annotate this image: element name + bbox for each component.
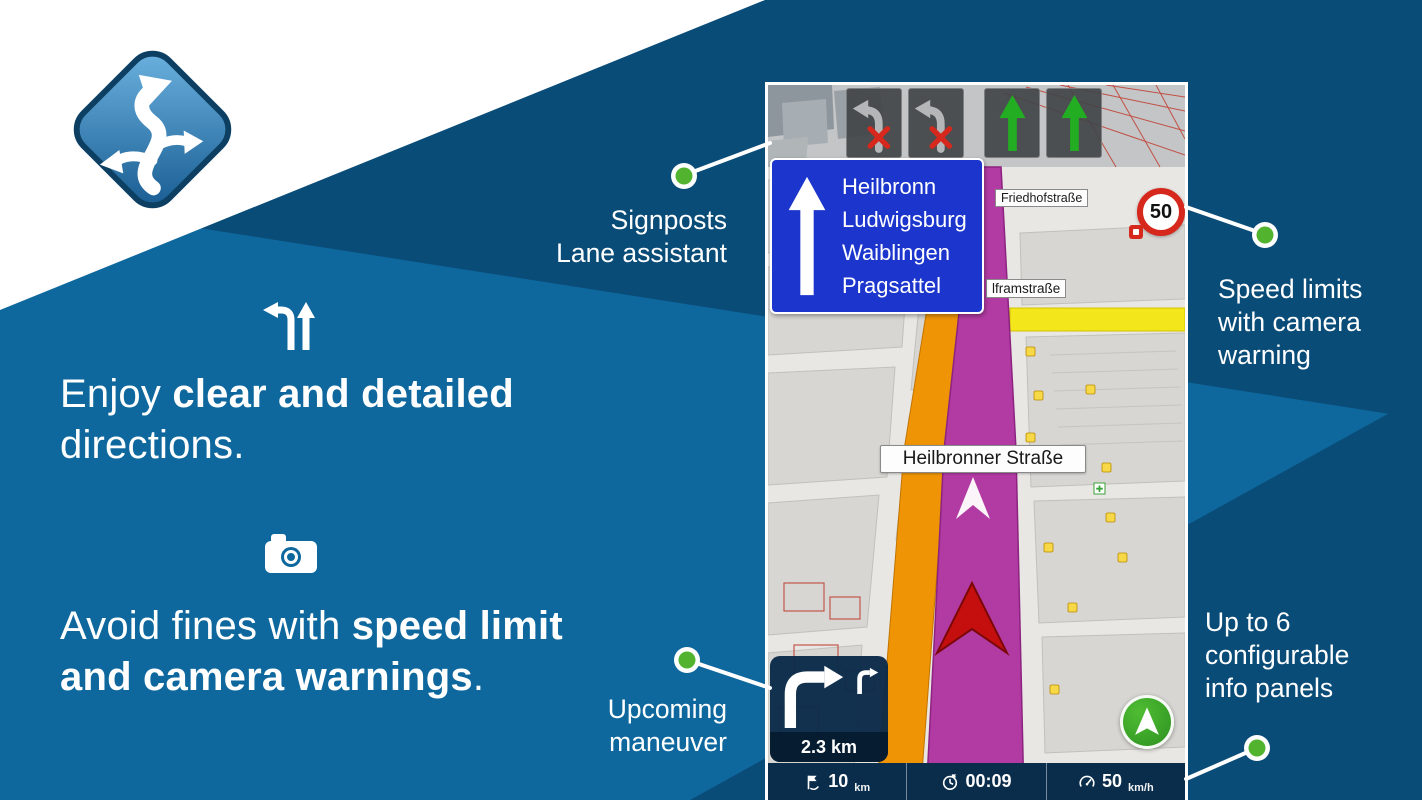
signpost-destination: Heilbronn	[842, 174, 937, 199]
signpost-panel: Heilbronn Ludwigsburg Waiblingen Pragsat…	[770, 158, 984, 314]
lane-assistant-lane-4-allowed	[1046, 88, 1102, 158]
navigation-app-screen: Heilbronn Ludwigsburg Waiblingen Pragsat…	[768, 85, 1185, 800]
remaining-time-value: 00:09	[965, 771, 1012, 791]
signpost-destination: Pragsattel	[842, 273, 942, 298]
headline-1-bold: clear and detailed	[172, 372, 514, 416]
lane-assistant-lane-3-allowed	[984, 88, 1040, 158]
remaining-distance-unit: km	[854, 782, 871, 794]
callout-speed-limits: Speed limits with camera warning	[1218, 273, 1422, 372]
street-label-heilbronner-strasse: Heilbronner Straße	[880, 445, 1086, 473]
lane-assistant-lane-1-blocked	[846, 88, 902, 158]
callout-speed-line3: warning	[1218, 340, 1311, 370]
headline-2-period: .	[472, 655, 485, 699]
callout-panels-line3: info panels	[1205, 673, 1334, 703]
headline-1-line2: directions.	[60, 423, 245, 467]
vehicle-position-arrow	[934, 580, 1010, 657]
camera-icon	[265, 534, 317, 573]
turn-directions-icon	[263, 302, 315, 350]
info-panel-remaining-distance[interactable]: 10 km	[768, 763, 906, 800]
headline-speed-warnings: Avoid fines with speed limit and camera …	[60, 601, 563, 703]
straight-ahead-arrow-icon	[788, 176, 826, 296]
upcoming-maneuver-panel[interactable]: 2.3 km	[770, 656, 888, 762]
headline-directions: Enjoy clear and detailed directions.	[60, 369, 514, 471]
street-label-friedhofstrasse: Friedhofstraße	[995, 189, 1089, 207]
yellow-road	[1009, 307, 1185, 332]
callout-speed-line1: Speed limits	[1218, 274, 1363, 304]
info-panel-bar: 10 km 00:09 50 km/h	[768, 763, 1185, 800]
headline-2-bold2: and camera warnings	[60, 655, 473, 699]
headline-1-regular: Enjoy	[60, 372, 173, 416]
signpost-destination: Waiblingen	[842, 240, 951, 265]
callout-speed-line2: with camera	[1218, 307, 1361, 337]
speed-value: 50	[1101, 771, 1122, 791]
callout-signposts-line2: Lane assistant	[556, 238, 727, 268]
signpost-destination: Ludwigsburg	[842, 207, 967, 232]
turn-right-arrow-icon	[784, 665, 844, 728]
lane-assistant-lane-2-blocked	[908, 88, 964, 158]
callout-info-panels: Up to 6 configurable info panels	[1205, 606, 1420, 705]
remaining-distance-value: 10	[828, 771, 849, 791]
callout-panels-line1: Up to 6	[1205, 607, 1291, 637]
pharmacy-poi-marker	[1093, 482, 1106, 495]
route-direction-marker	[956, 477, 990, 519]
speed-limit-sign: 50	[1137, 188, 1185, 236]
lane-blocked-x-icon	[929, 126, 953, 149]
compass-button[interactable]	[1120, 695, 1174, 749]
callout-panels-line2: configurable	[1205, 640, 1350, 670]
speedometer-icon	[1079, 775, 1095, 787]
callout-upcoming-line1: Upcoming	[607, 694, 727, 724]
info-panel-remaining-time[interactable]: 00:09	[906, 763, 1045, 800]
callout-signposts: Signposts Lane assistant	[420, 204, 727, 270]
speed-camera-badge-icon	[1129, 225, 1143, 239]
speed-limit-value: 50	[1149, 200, 1173, 223]
arrival-clock-icon	[943, 773, 958, 790]
info-panel-speed[interactable]: 50 km/h	[1045, 763, 1185, 800]
lane-straight-arrow-icon	[999, 95, 1026, 119]
speed-unit: km/h	[1127, 782, 1154, 794]
next-maneuver-arrow-icon	[857, 667, 879, 694]
poi-markers	[1025, 346, 1128, 695]
navigator-app-logo	[73, 50, 232, 209]
north-arrow-icon	[1135, 707, 1159, 735]
maneuver-distance: 2.3 km	[770, 732, 888, 762]
destination-flag-icon	[807, 775, 820, 790]
headline-2-bold1: speed limit	[351, 604, 563, 648]
street-label-wolframstrasse: lframstraße	[986, 279, 1067, 298]
callout-upcoming-line2: maneuver	[609, 727, 727, 757]
parking-rows	[1049, 350, 1184, 446]
lane-straight-arrow-icon	[1061, 95, 1088, 119]
callout-signposts-line1: Signposts	[610, 205, 727, 235]
headline-2-regular: Avoid fines with	[60, 604, 352, 648]
lane-blocked-x-icon	[867, 126, 891, 149]
signpost-destinations: Heilbronn Ludwigsburg Waiblingen Pragsat…	[842, 170, 967, 302]
callout-upcoming-maneuver: Upcoming maneuver	[420, 693, 727, 759]
winding-arrow-icon	[99, 74, 204, 196]
